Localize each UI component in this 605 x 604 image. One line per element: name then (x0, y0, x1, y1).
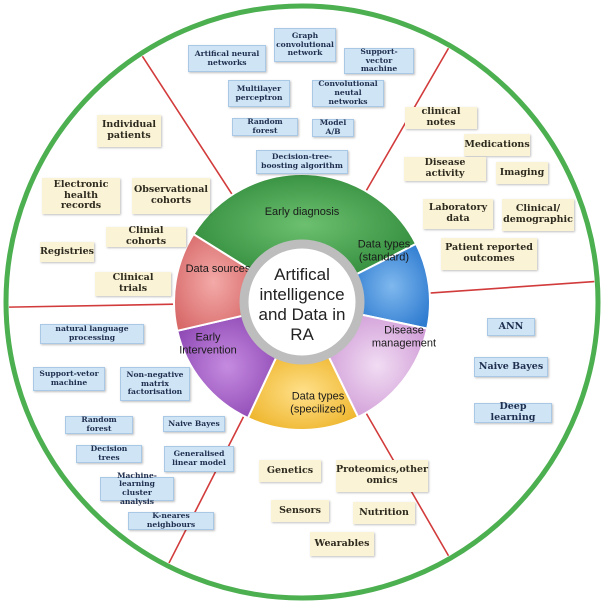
tag-generalised-linear-model: Generalised linear model (164, 446, 234, 472)
tag-decision-tree-boosting: Decision-tree-boosting algorithm (256, 150, 348, 174)
tag-registries: Registries (40, 242, 94, 262)
tag-laboratory-data: Laboratory data (423, 199, 493, 229)
tag-convolutional-neutal-networks: Convolutional neutal networks (312, 80, 384, 107)
tag-artifical-neural-networks: Artifical neural networks (188, 45, 266, 72)
tag-model-ab: Model A/B (312, 118, 354, 137)
divider-line (141, 55, 233, 196)
tag-support-vetor-machine: Support-vetor machine (33, 367, 105, 391)
segment-label-data-types-specilized: Data types(specilized) (290, 391, 346, 416)
divider-line (429, 280, 595, 294)
tag-clinical-notes: clinical notes (405, 106, 477, 129)
tag-genetics: Genetics (259, 460, 321, 482)
divider-line (9, 303, 175, 308)
tag-sensors: Sensors (271, 500, 329, 522)
tag-medications: Medications (464, 134, 530, 156)
tag-non-negative-matrix-factorisation: Non-negative matrix factorisation (120, 367, 190, 401)
tag-natural-language-processing: natural language processing (40, 324, 144, 344)
tag-individual-patients: Individual patients (97, 115, 161, 147)
tag-random-forest-diagnosis: Random forest (232, 117, 298, 136)
segment-label-early-diagnosis: Early diagnosis (265, 206, 340, 218)
tag-naive-bayes-management: Naive Bayes (474, 357, 548, 377)
tag-deep-learning: Deep learning (474, 401, 552, 423)
tag-wearables: Wearables (310, 532, 374, 556)
segment-label-data-types-standard: Data types(standard) (358, 239, 411, 264)
tag-decision-trees: Decision trees (76, 444, 142, 463)
tag-electronic-health-records: Electronic health records (42, 178, 120, 214)
center-ring (239, 239, 365, 365)
tag-patient-reported-outcomes: Patient reported outcomes (441, 238, 537, 270)
tag-imaging: Imaging (496, 162, 548, 184)
tag-clinial-cohorts: Clinial cohorts (106, 225, 186, 247)
divider-line (168, 415, 245, 564)
tag-k-neares-neighbours: K-neares neighbours (128, 511, 214, 530)
tag-naive-bayes-intervention: Naive Bayes (163, 416, 225, 432)
tag-graph-convolutional-network: Graph convolutional network (274, 28, 336, 62)
tag-support-vector-machine: Support-vector machine (344, 47, 414, 74)
segment-label-data-sources: Data sources (186, 263, 251, 275)
tag-disease-activity: Disease activity (404, 157, 486, 181)
tag-proteomics-other-omics: Proteomics,other omics (336, 460, 428, 492)
tag-ml-cluster-analysis: Machine-learning cluster analysis (100, 471, 174, 506)
tag-ann: ANN (487, 318, 535, 336)
tag-random-forest-intervention: Random forest (65, 415, 133, 434)
tag-clinical-trials: Clinical trials (95, 272, 171, 296)
tag-multilayer-perceptron: Multilayer perceptron (228, 80, 290, 107)
tag-observational-cohorts: Observational cohorts (132, 178, 210, 214)
tag-clinical-demographic: Clinical/ demographic (502, 199, 574, 231)
tag-nutrition: Nutrition (353, 502, 415, 524)
